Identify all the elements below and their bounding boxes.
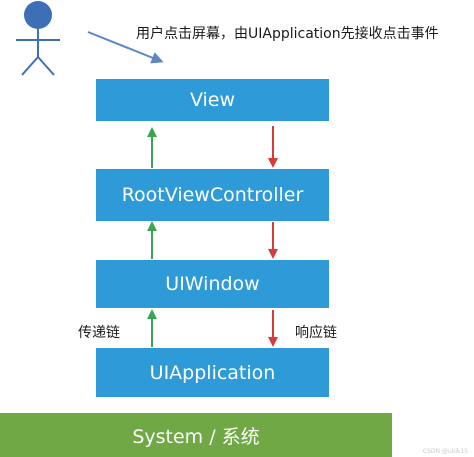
user-figure-icon — [16, 1, 60, 76]
touch-pointer-arrow — [87, 31, 164, 64]
diagram-caption: 用户点击屏幕，由UIApplication先接收点击事件 — [136, 26, 439, 42]
user-left-leg — [21, 56, 39, 76]
ui-window-box: UIWindow — [96, 260, 329, 308]
root-view-controller-box: RootViewController — [96, 169, 329, 221]
response-chain-label: 响应链 — [295, 325, 337, 341]
ui-application-box: UIApplication — [96, 348, 329, 397]
user-head — [24, 1, 52, 29]
watermark: CSDN @ukik15 — [422, 448, 468, 455]
pass-chain-label: 传递链 — [78, 325, 120, 341]
system-bar: System / 系统 — [0, 413, 392, 457]
view-box: View — [96, 79, 329, 121]
user-right-leg — [37, 56, 55, 76]
